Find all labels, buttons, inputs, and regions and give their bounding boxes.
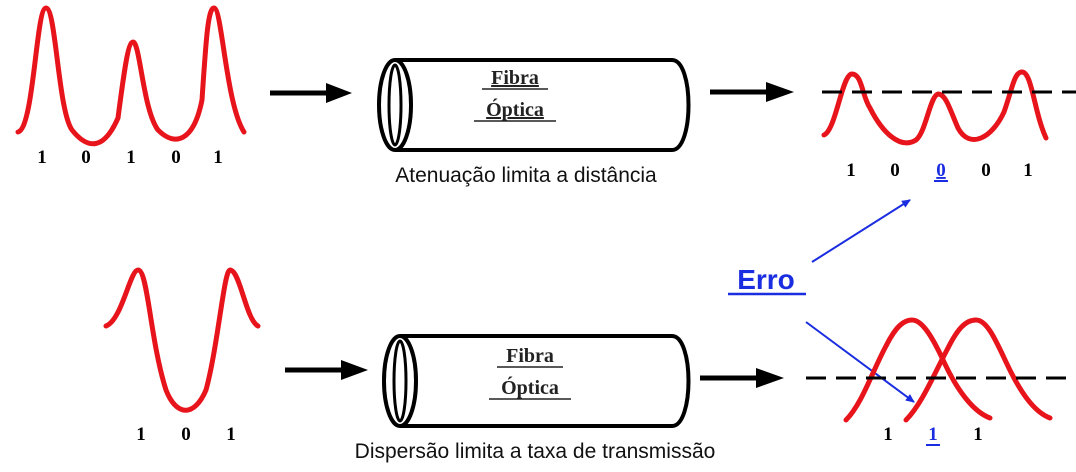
bit-label: 0 (981, 160, 991, 181)
input-signal-top (15, 5, 247, 147)
fiber-label-line2: Óptica (501, 375, 559, 399)
bit-label: 0 (181, 424, 191, 445)
caption-dispersion: Dispersão limita a taxa de transmissão (355, 440, 716, 463)
right-arrow-icon (285, 360, 368, 380)
fiber-label-line1: Fibra (491, 67, 539, 89)
bit-label: 1 (126, 147, 136, 168)
fiber-label-bottom: Fibra Óptica (501, 345, 559, 399)
bit-label: 0 (81, 147, 91, 168)
fiber-cable-icon (377, 58, 691, 152)
bit-label: 1 (973, 424, 983, 445)
fiber-label-top: Fibra Óptica (486, 67, 544, 121)
right-arrow-icon (710, 82, 794, 102)
fiber-label-line2: Óptica (486, 97, 544, 121)
bit-label: 0 (171, 147, 181, 168)
error-arrow-down (805, 321, 915, 403)
right-arrow-icon (270, 83, 352, 103)
output-bits-top: 1 0 0 0 1 (846, 160, 1033, 181)
bit-label: 1 (226, 424, 236, 445)
error-bit-label: 0 (936, 160, 946, 181)
bit-label: 1 (37, 147, 47, 168)
fiber-cable-icon (382, 334, 691, 428)
input-bits-top: 1 0 1 0 1 (37, 147, 223, 168)
caption-attenuation: Atenuação limita a distância (395, 164, 657, 187)
right-arrow-icon (700, 368, 784, 388)
input-signal-bottom (103, 267, 261, 413)
fiber-label-line1: Fibra (506, 345, 554, 367)
output-bits-bottom: 1 1 1 (883, 424, 983, 445)
bit-label: 1 (883, 424, 893, 445)
error-label: Erro (737, 264, 795, 295)
bit-label: 1 (846, 160, 856, 181)
bit-label: 0 (890, 160, 900, 181)
bit-label: 1 (1023, 160, 1033, 181)
bit-label: 1 (213, 147, 223, 168)
bit-label: 1 (136, 424, 146, 445)
input-bits-bottom: 1 0 1 (136, 424, 236, 445)
error-arrow-up (811, 199, 911, 263)
output-signal-top (821, 69, 1049, 146)
error-bit-label: 1 (928, 424, 938, 445)
